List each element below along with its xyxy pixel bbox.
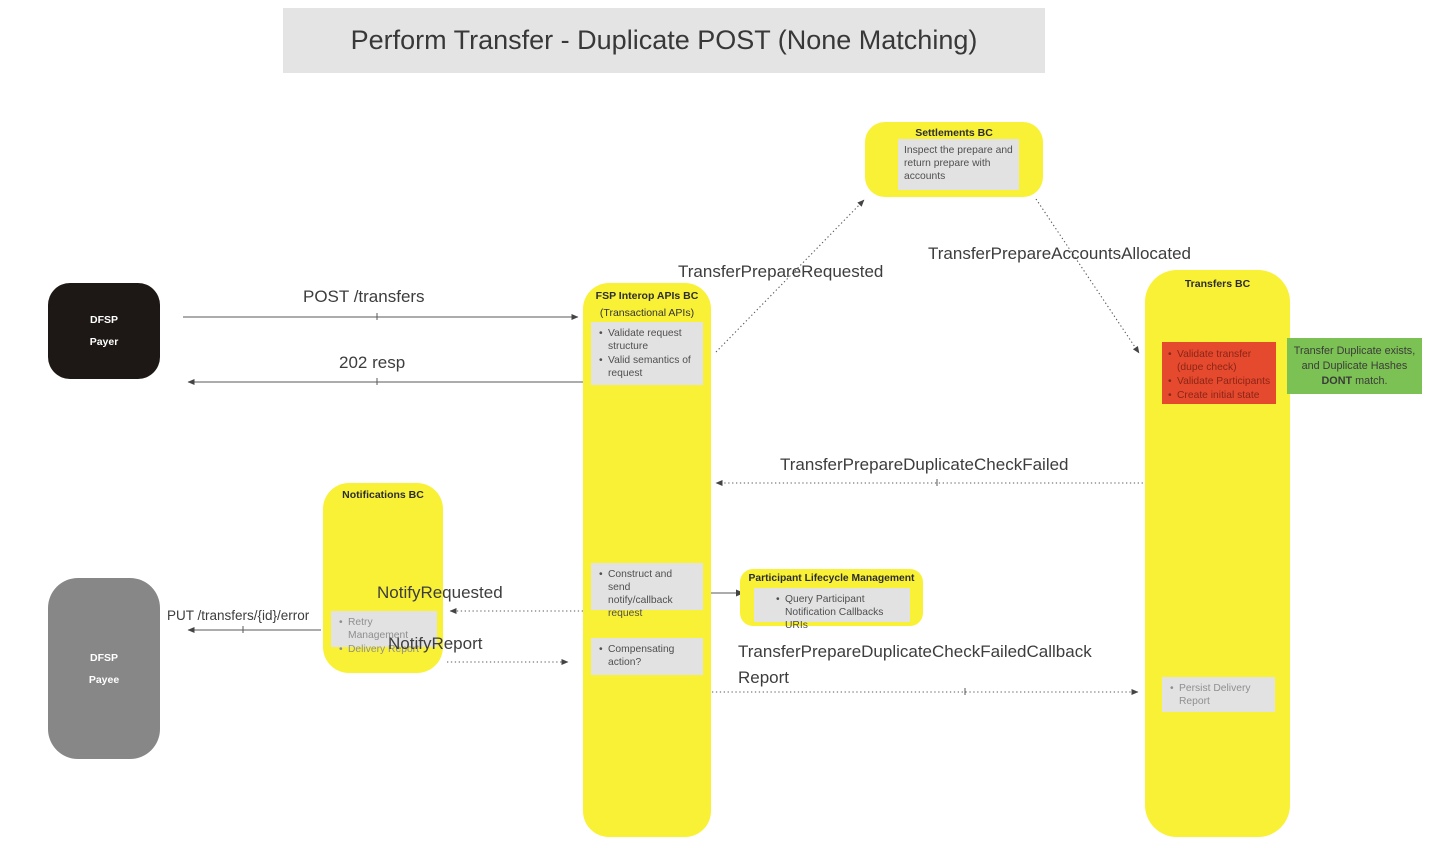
fsp-interop-subtitle: (Transactional APIs) [599,307,695,319]
bullet-item: Query Participant Notification Callbacks… [774,593,904,632]
label-duplicate-check-failed-callback: TransferPrepareDuplicateCheckFailedCallb… [738,642,1092,687]
actor-dfsp-payer[interactable]: DFSP Payer [48,283,160,379]
fsp-construct-notify-box[interactable]: Construct and send notify/callback reque… [591,563,703,619]
bullet-item: Persist Delivery Report [1168,682,1269,708]
label-transfer-prepare-requested: TransferPrepareRequested [678,262,884,281]
container-notifications-bc[interactable]: Notifications BC Retry Management Delive… [323,483,443,673]
duplicate-exists-note[interactable]: Transfer Duplicate exists, and Duplicate… [1287,338,1422,394]
settlements-note-text: Inspect the prepare and return prepare w… [904,145,1013,182]
label-notify-requested: NotifyRequested [377,583,503,602]
label-notify-report: NotifyReport [388,634,483,653]
transfers-title: Transfers BC [1184,278,1251,290]
transfers-validate-red-box[interactable]: Validate transfer (dupe check) Validate … [1162,342,1276,404]
container-settlements-bc[interactable]: Settlements BC Inspect the prepare and r… [865,122,1043,197]
bullet-item: Valid semantics of request [597,354,697,380]
settlements-title: Settlements BC [915,127,993,139]
note-line2: and Duplicate Hashes [1301,360,1408,372]
container-transfers-bc[interactable]: Transfers BC Validate transfer (dupe che… [1145,270,1290,837]
notifications-title: Notifications BC [342,489,424,501]
actor-payee-line1: DFSP [89,651,118,664]
bullet-item: Construct and send notify/callback reque… [597,568,697,620]
label-202-resp: 202 resp [339,353,406,372]
transfers-persist-delivery-box[interactable]: Persist Delivery Report [1162,677,1275,712]
connector-transfer-prepare-accounts-allocated [1035,198,1140,354]
diagram-title-text: Perform Transfer - Duplicate POST (None … [350,25,978,55]
label-transfer-prepare-duplicate-check-failed: TransferPrepareDuplicateCheckFailed [780,455,1069,474]
fsp-validate-request-box[interactable]: Validate request structure Valid semanti… [591,322,703,385]
fsp-interop-title: FSP Interop APIs BC [595,290,699,302]
bullet-item: Create initial state [1166,389,1272,402]
bullet-item: Validate transfer (dupe check) [1166,348,1272,374]
bullet-item: Retry Management [337,616,431,642]
label-put-transfers-error: PUT /transfers/{id}/error [167,608,310,623]
bullet-item: Validate request structure [597,327,697,353]
note-bold: DONT [1321,375,1353,387]
container-fsp-interop-apis-bc[interactable]: FSP Interop APIs BC (Transactional APIs)… [583,283,711,837]
label-transfer-prepare-accounts-allocated: TransferPrepareAccountsAllocated [928,244,1192,263]
container-participant-lifecycle-management[interactable]: Participant Lifecycle Management Query P… [740,569,923,631]
note-line1: Transfer Duplicate exists, [1293,345,1416,357]
actor-payer-line2: Payer [89,336,119,348]
fsp-compensating-action-box[interactable]: Compensating action? [591,638,703,675]
bullet-item: Delivery Report [337,643,431,656]
plm-query-box[interactable]: Query Participant Notification Callbacks… [754,588,910,631]
notifications-retry-box[interactable]: Retry Management Delivery Report [331,611,437,656]
note-rest: match. [1352,375,1388,387]
actor-dfsp-payee[interactable]: DFSP Payee [48,578,160,759]
settlements-note-box[interactable]: Inspect the prepare and return prepare w… [898,139,1019,190]
label-post-transfers: POST /transfers [303,287,425,306]
actor-payer-line1: DFSP [89,314,118,326]
bullet-item: Validate Participants [1166,375,1272,388]
plm-title: Participant Lifecycle Management [748,573,915,584]
diagram-title: Perform Transfer - Duplicate POST (None … [283,8,1045,73]
note-line3: DONT match. [1287,374,1422,389]
actor-payee-line2: Payee [88,673,120,686]
bullet-item: Compensating action? [597,643,697,669]
